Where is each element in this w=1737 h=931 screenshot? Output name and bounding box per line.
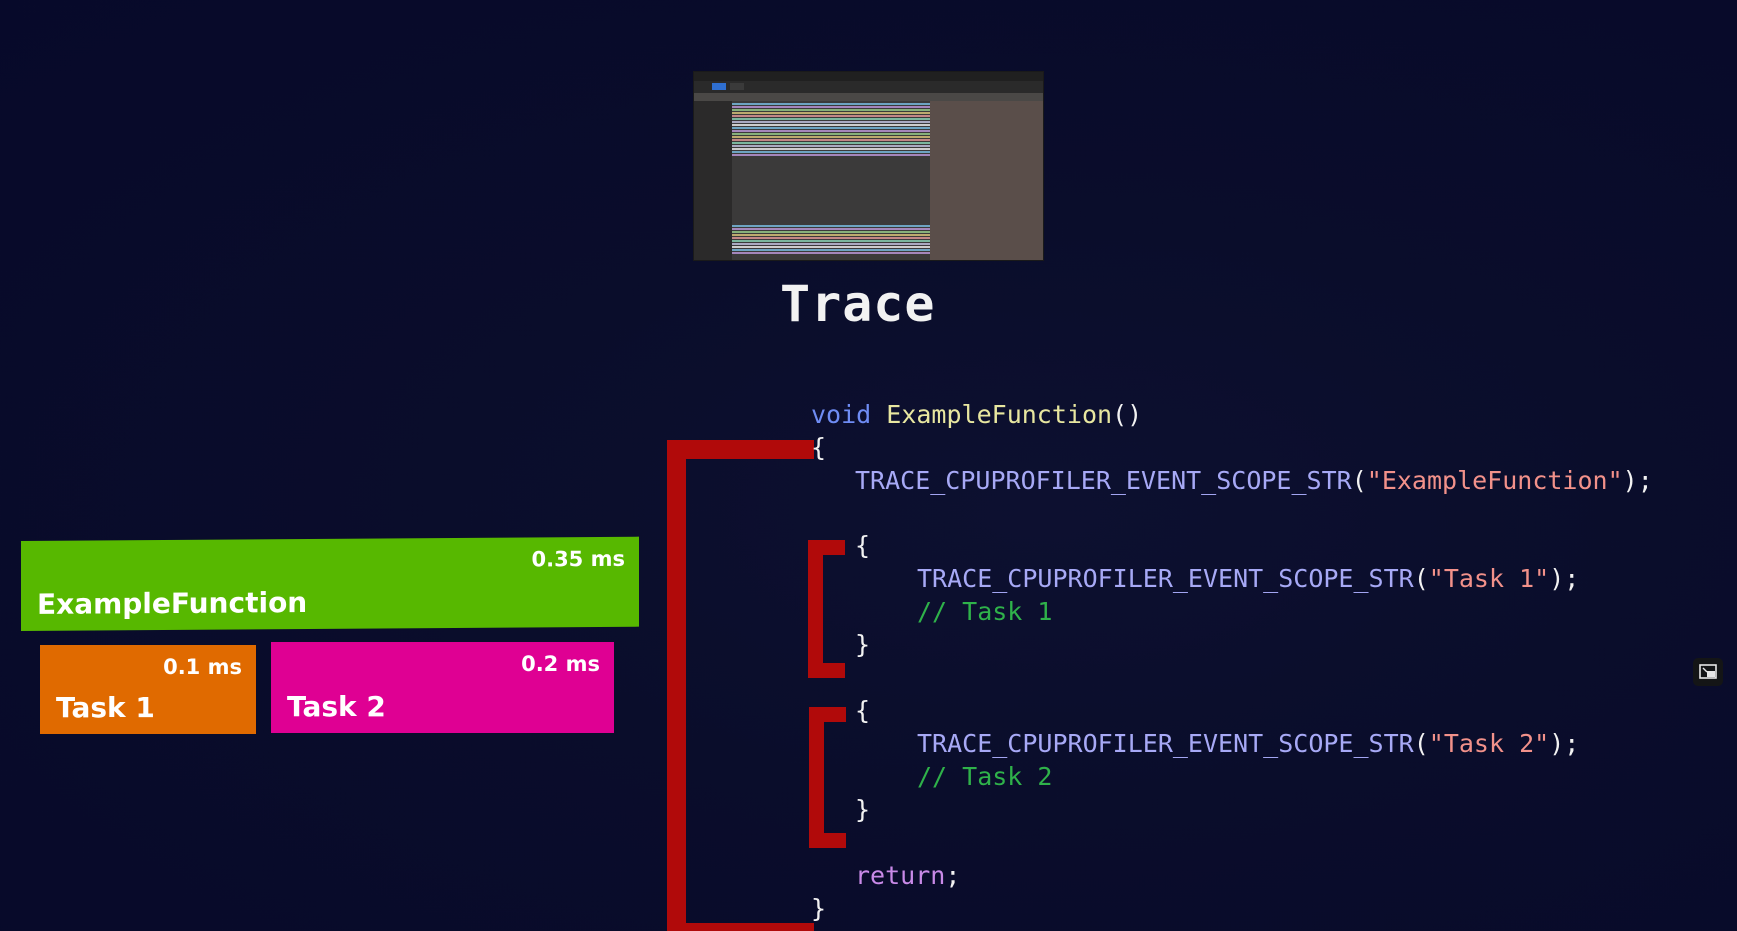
code-line-scope-example: TRACE_CPUPROFILER_EVENT_SCOPE_STR("Examp… [855,466,1653,495]
bar-label: Task 2 [287,690,386,723]
thumbnail-stripe [732,118,930,120]
code-open-brace: { [811,433,827,462]
thumbnail-stripe [732,151,930,153]
thumbnail-stripe [732,103,930,105]
code-open-brace-task2: { [855,696,871,725]
task1-bar: 0.1 ms Task 1 [40,645,256,734]
code-line-signature: void ExampleFunction() [811,400,1143,429]
thumbnail-stripe [732,115,930,117]
thumbnail-stripe [732,121,930,123]
code-close-brace-task2: } [855,795,871,824]
thumbnail-stripe [732,127,930,129]
task2-scope-bracket [809,707,846,848]
thumbnail-stripe [732,130,930,132]
thumbnail-stripe [732,139,930,141]
example-function-bar: 0.35 ms ExampleFunction [21,536,639,631]
code-comment-task2: // Task 2 [917,762,1053,791]
thumbnail-stripe [732,231,930,233]
page-title: Trace [780,275,936,333]
code-open-brace-task1: { [855,531,871,560]
thumbnail-stripe [732,142,930,144]
code-close-brace-task1: } [855,630,871,659]
thumbnail-stripe [732,154,930,156]
thumbnail-stripe [732,124,930,126]
thumbnail-stripe [732,246,930,248]
thumbnail-stripe [732,145,930,147]
thumbnail-stripe [732,243,930,245]
task1-scope-bracket [808,540,845,678]
thumbnail-stripe [732,109,930,111]
trace-screenshot-thumbnail [693,71,1044,261]
bar-time: 0.35 ms [531,546,625,572]
thumbnail-stripe [732,136,930,138]
thumbnail-stripe [732,252,930,254]
code-return: return; [855,861,961,890]
outer-scope-bracket [667,440,814,931]
thumbnail-stripe [732,249,930,251]
thumbnail-stripe [732,112,930,114]
picture-in-picture-icon[interactable] [1693,658,1723,686]
code-line-scope-task2: TRACE_CPUPROFILER_EVENT_SCOPE_STR("Task … [917,729,1580,758]
code-close-brace: } [811,894,827,923]
bar-label: Task 1 [56,691,155,724]
bar-time: 0.1 ms [163,655,242,679]
task2-bar: 0.2 ms Task 2 [271,642,614,733]
thumbnail-stripe [732,148,930,150]
thumbnail-stripe [732,240,930,242]
thumbnail-stripe [732,228,930,230]
thumbnail-stripe [732,133,930,135]
code-comment-task1: // Task 1 [917,597,1053,626]
thumbnail-stripe [732,225,930,227]
bar-label: ExampleFunction [37,586,308,621]
thumbnail-stripe [732,237,930,239]
thumbnail-stripe [732,106,930,108]
bar-time: 0.2 ms [521,652,600,676]
thumbnail-stripe [732,234,930,236]
code-line-scope-task1: TRACE_CPUPROFILER_EVENT_SCOPE_STR("Task … [917,564,1580,593]
